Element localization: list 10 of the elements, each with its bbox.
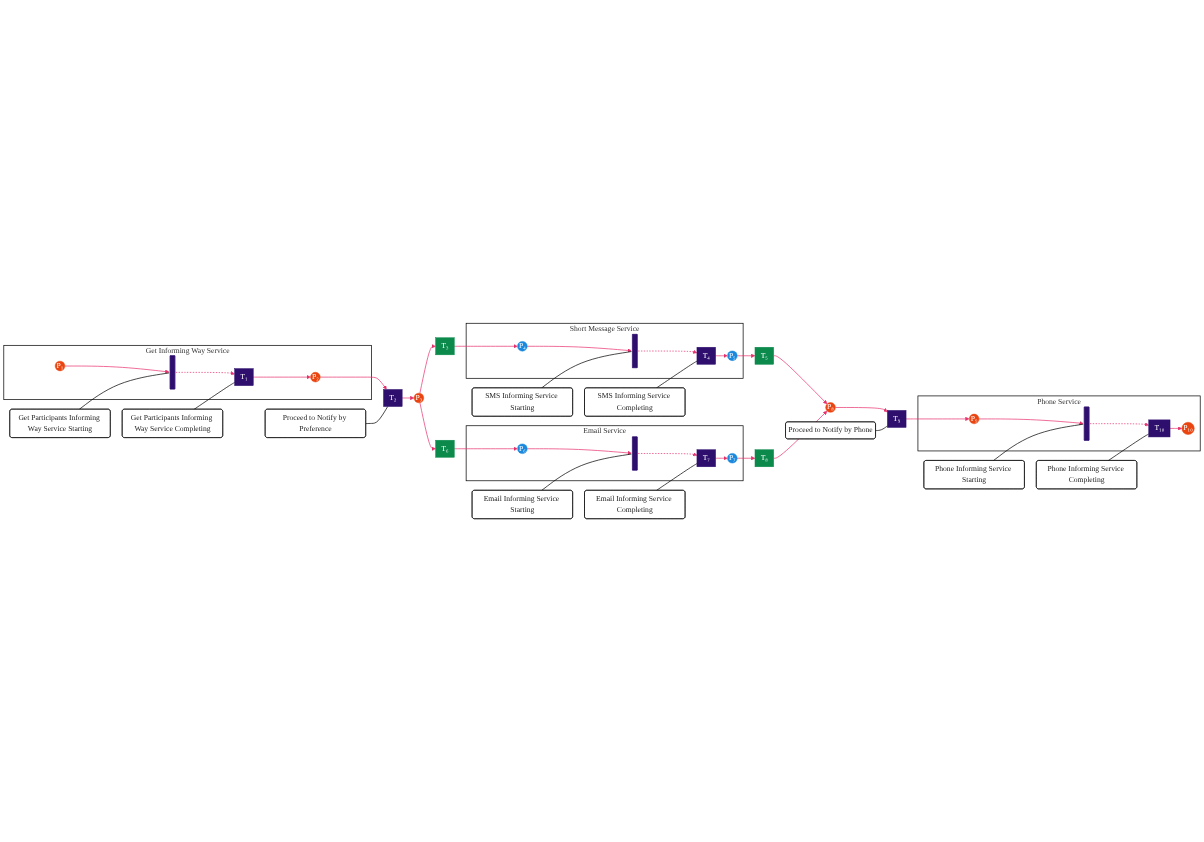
connector bbox=[875, 425, 888, 431]
connector bbox=[656, 463, 698, 491]
connector bbox=[193, 382, 235, 410]
connector bbox=[1107, 433, 1150, 462]
connector bbox=[541, 351, 632, 389]
connector bbox=[365, 406, 389, 424]
connector bbox=[78, 372, 170, 410]
connector bbox=[541, 453, 632, 491]
connector bbox=[656, 360, 698, 389]
connector bbox=[992, 423, 1084, 462]
